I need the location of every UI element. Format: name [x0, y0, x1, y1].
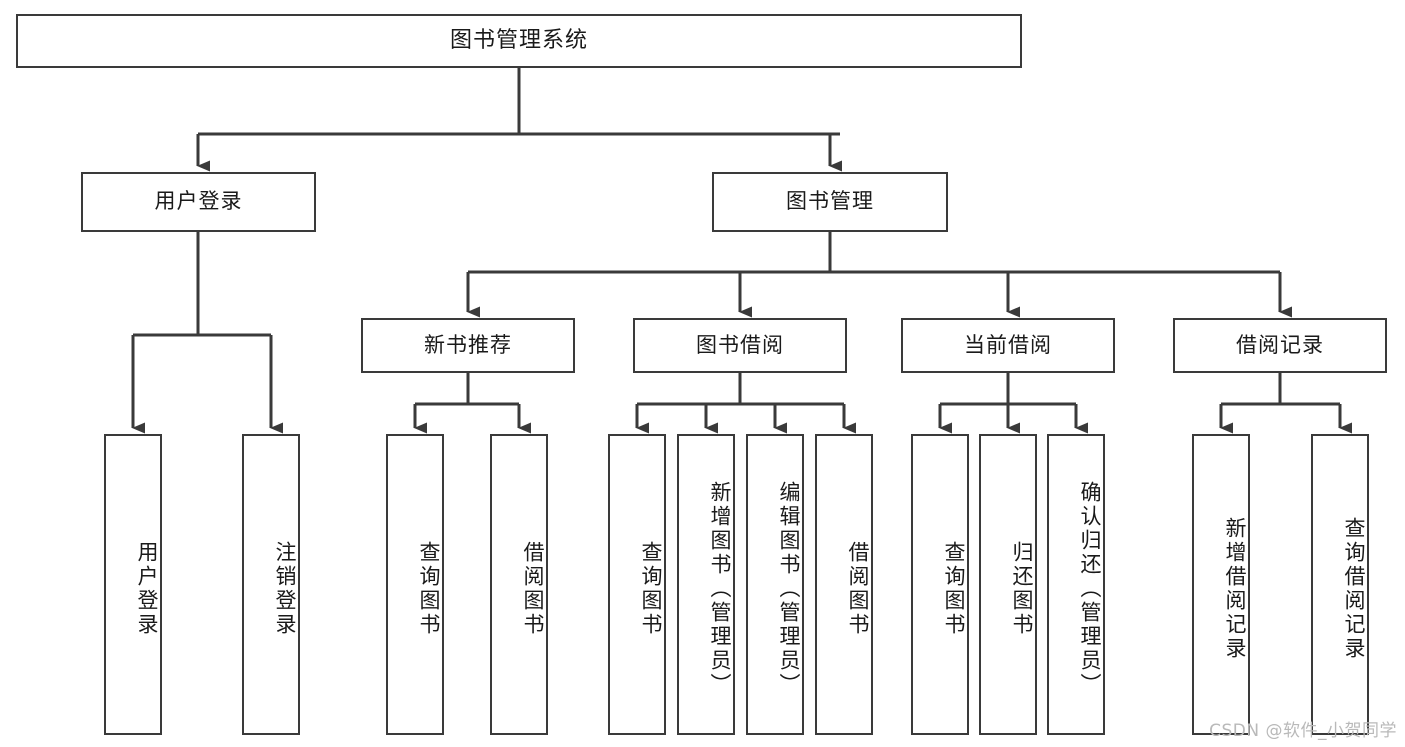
- leaf-label: 新增图书（管理员）: [708, 480, 732, 697]
- leaf-label: 编辑图书（管理员）: [777, 480, 801, 697]
- leaf-borrow-query-book[interactable]: 查询图书: [608, 434, 666, 735]
- watermark-text: CSDN @软件_小贺同学: [1209, 721, 1397, 741]
- leaf-borrow-add-book-admin[interactable]: 新增图书（管理员）: [677, 434, 735, 735]
- leaf-borrow-borrow-book[interactable]: 借阅图书: [815, 434, 873, 735]
- leaf-label: 新增借阅记录: [1223, 516, 1247, 661]
- leaf-user-login-signin[interactable]: 用户登录: [104, 434, 162, 735]
- leaf-label: 借阅图书: [846, 540, 870, 637]
- node-root-system[interactable]: 图书管理系统: [16, 14, 1022, 68]
- node-new-book-recommend[interactable]: 新书推荐: [361, 318, 575, 373]
- leaf-label: 查询借阅记录: [1342, 516, 1366, 661]
- leaf-new-book-borrow[interactable]: 借阅图书: [490, 434, 548, 735]
- node-current-borrow[interactable]: 当前借阅: [901, 318, 1115, 373]
- leaf-user-login-signout[interactable]: 注销登录: [242, 434, 300, 735]
- leaf-current-query-book[interactable]: 查询图书: [911, 434, 969, 735]
- node-book-borrow[interactable]: 图书借阅: [633, 318, 847, 373]
- leaf-records-query-record[interactable]: 查询借阅记录: [1311, 434, 1369, 735]
- leaf-new-book-query[interactable]: 查询图书: [386, 434, 444, 735]
- leaf-borrow-edit-book-admin[interactable]: 编辑图书（管理员）: [746, 434, 804, 735]
- leaf-label: 确认归还（管理员）: [1078, 480, 1102, 697]
- leaf-current-confirm-return-admin[interactable]: 确认归还（管理员）: [1047, 434, 1105, 735]
- node-borrow-records[interactable]: 借阅记录: [1173, 318, 1387, 373]
- leaf-label: 查询图书: [942, 540, 966, 637]
- leaf-label: 注销登录: [273, 540, 297, 637]
- leaf-records-add-record[interactable]: 新增借阅记录: [1192, 434, 1250, 735]
- leaf-label: 查询图书: [417, 540, 441, 637]
- leaf-current-return-book[interactable]: 归还图书: [979, 434, 1037, 735]
- leaf-label: 查询图书: [639, 540, 663, 637]
- leaf-label: 用户登录: [135, 540, 159, 637]
- node-book-management[interactable]: 图书管理: [712, 172, 948, 232]
- leaf-label: 借阅图书: [521, 540, 545, 637]
- node-user-login[interactable]: 用户登录: [81, 172, 316, 232]
- leaf-label: 归还图书: [1010, 540, 1034, 637]
